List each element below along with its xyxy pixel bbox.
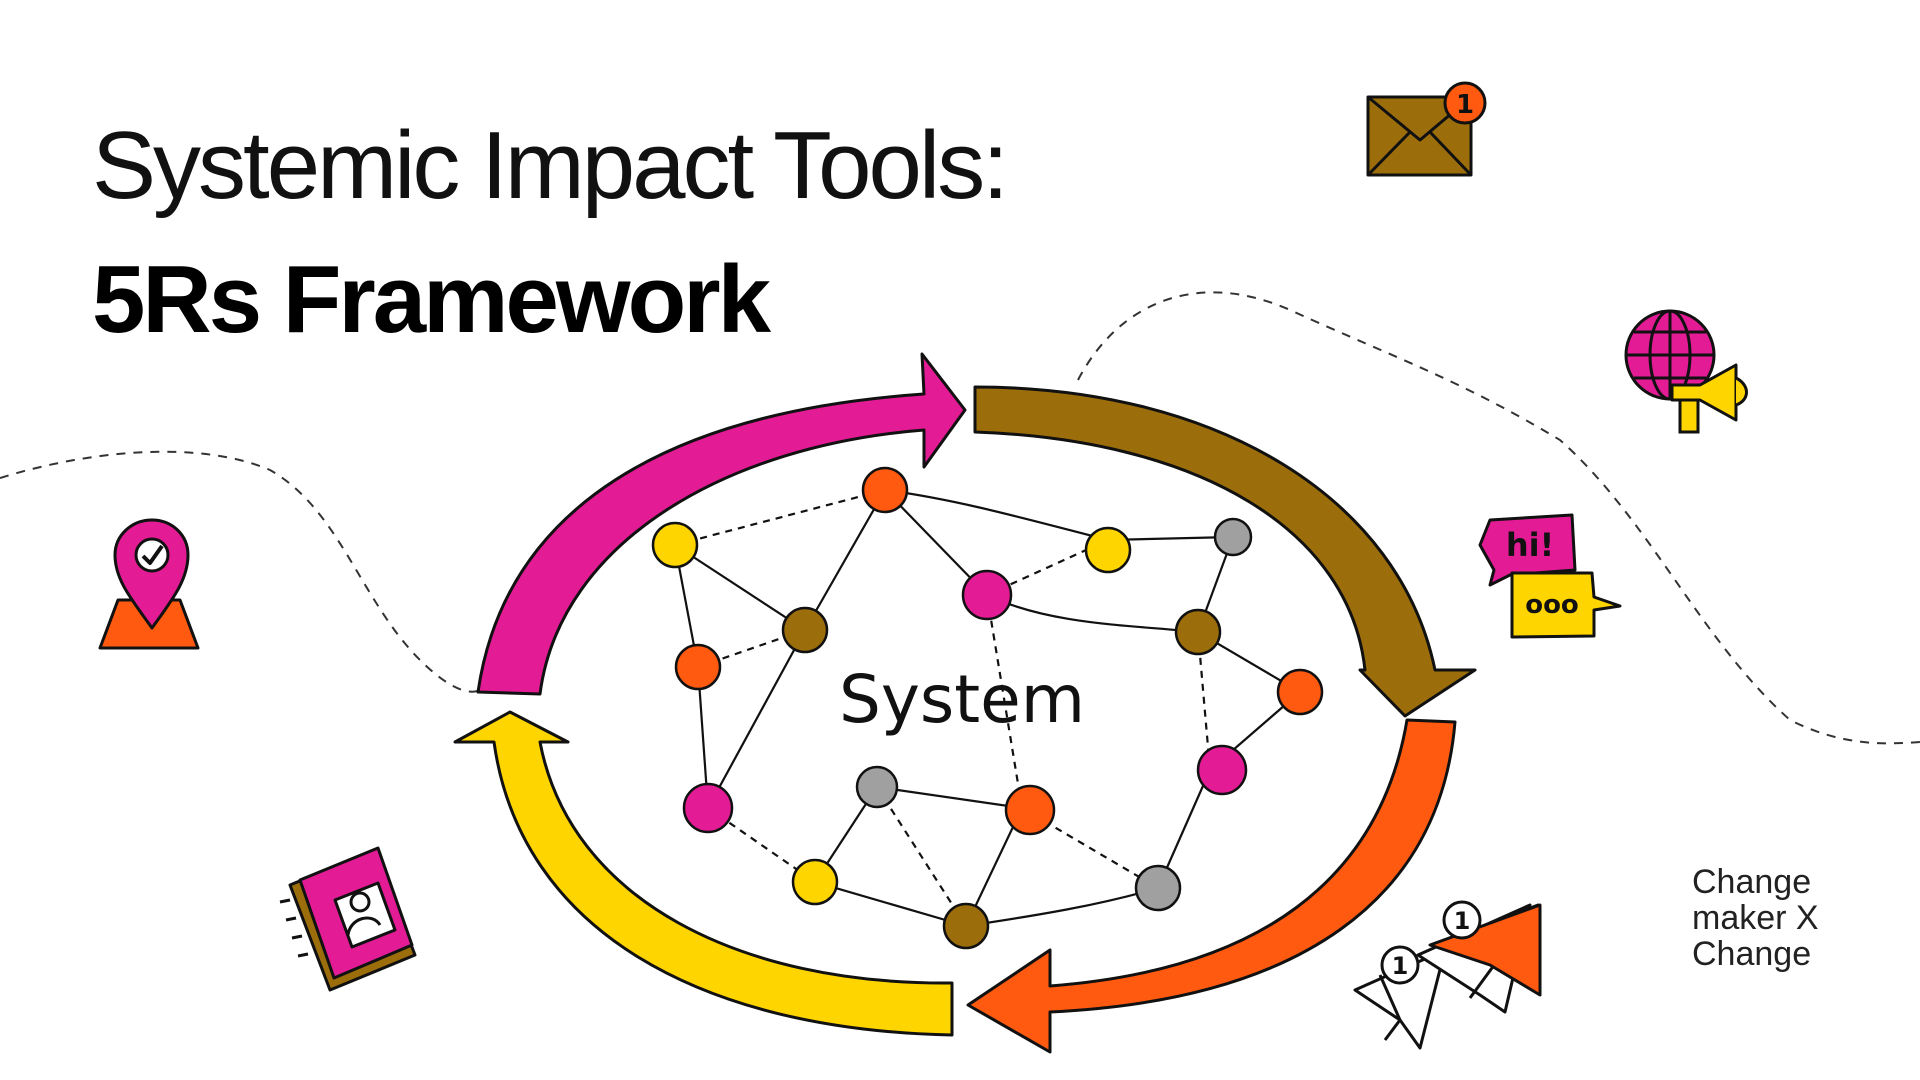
network-node [781,606,829,654]
plane-badge-count-2: 1 [1454,907,1471,935]
network-edge [965,886,1159,928]
network-edge [804,489,886,631]
mail-icon: 1 [1366,81,1487,177]
brand-logo: Change maker X Change [1692,864,1819,972]
network-node [1196,744,1248,796]
network-node [961,569,1013,621]
network-node [1213,517,1253,557]
network-node [861,466,909,514]
page-title: Systemic Impact Tools: [92,112,1009,219]
globe-megaphone-icon [1624,309,1748,434]
network-node [942,902,990,950]
network-edge [1196,631,1212,771]
chat-greeting-text: hi! [1506,526,1554,564]
network-node [1276,668,1324,716]
plane-badge-icon [1380,945,1420,985]
arrow-brown [973,385,1477,718]
chat-dots-text: ooo [1525,590,1579,620]
network-node [1134,864,1182,912]
contact-book-icon [279,846,417,992]
brand-line-2: maker X [1692,900,1819,936]
dashed-path-right [1077,291,1920,745]
network-edge [674,544,806,631]
network-node [855,765,899,809]
mail-badge-icon [1443,81,1487,125]
network-edge [884,488,1109,542]
brand-maker-text: maker [1692,899,1787,937]
brand-line-3: Change [1692,935,1812,973]
brand-x-mark: X [1795,899,1819,937]
network-node [1004,784,1056,836]
plane-badge-count-1: 1 [1392,952,1409,980]
network-nodes [651,466,1324,950]
network-edge [876,785,1023,810]
arrow-magenta [476,352,967,696]
mail-badge-count: 1 [1456,90,1474,120]
network-edge [985,594,1024,809]
network-node [674,643,722,691]
plane-badge-icon [1442,900,1482,940]
page-subtitle: 5Rs Framework [92,246,771,353]
network-edge [986,594,1199,634]
network-edge [1107,535,1234,542]
arrow-orange [966,718,1457,1054]
network-edge [707,629,806,809]
location-pin-icon [98,518,200,650]
chat-bubbles-icon: hi! ooo [1478,513,1622,639]
network-node [1084,526,1132,574]
center-label: System [839,661,1085,738]
network-edge [876,786,967,927]
network-edge [814,880,967,928]
arrow-yellow [453,710,954,1037]
brand-line-1: Change [1692,863,1812,901]
paper-planes-icon: 1 1 [1353,900,1542,1050]
network-node [1174,608,1222,656]
network-node [651,521,699,569]
network-edge [674,488,886,547]
dashed-path-left [0,450,481,693]
network-node [682,782,734,834]
network-node [791,858,839,906]
